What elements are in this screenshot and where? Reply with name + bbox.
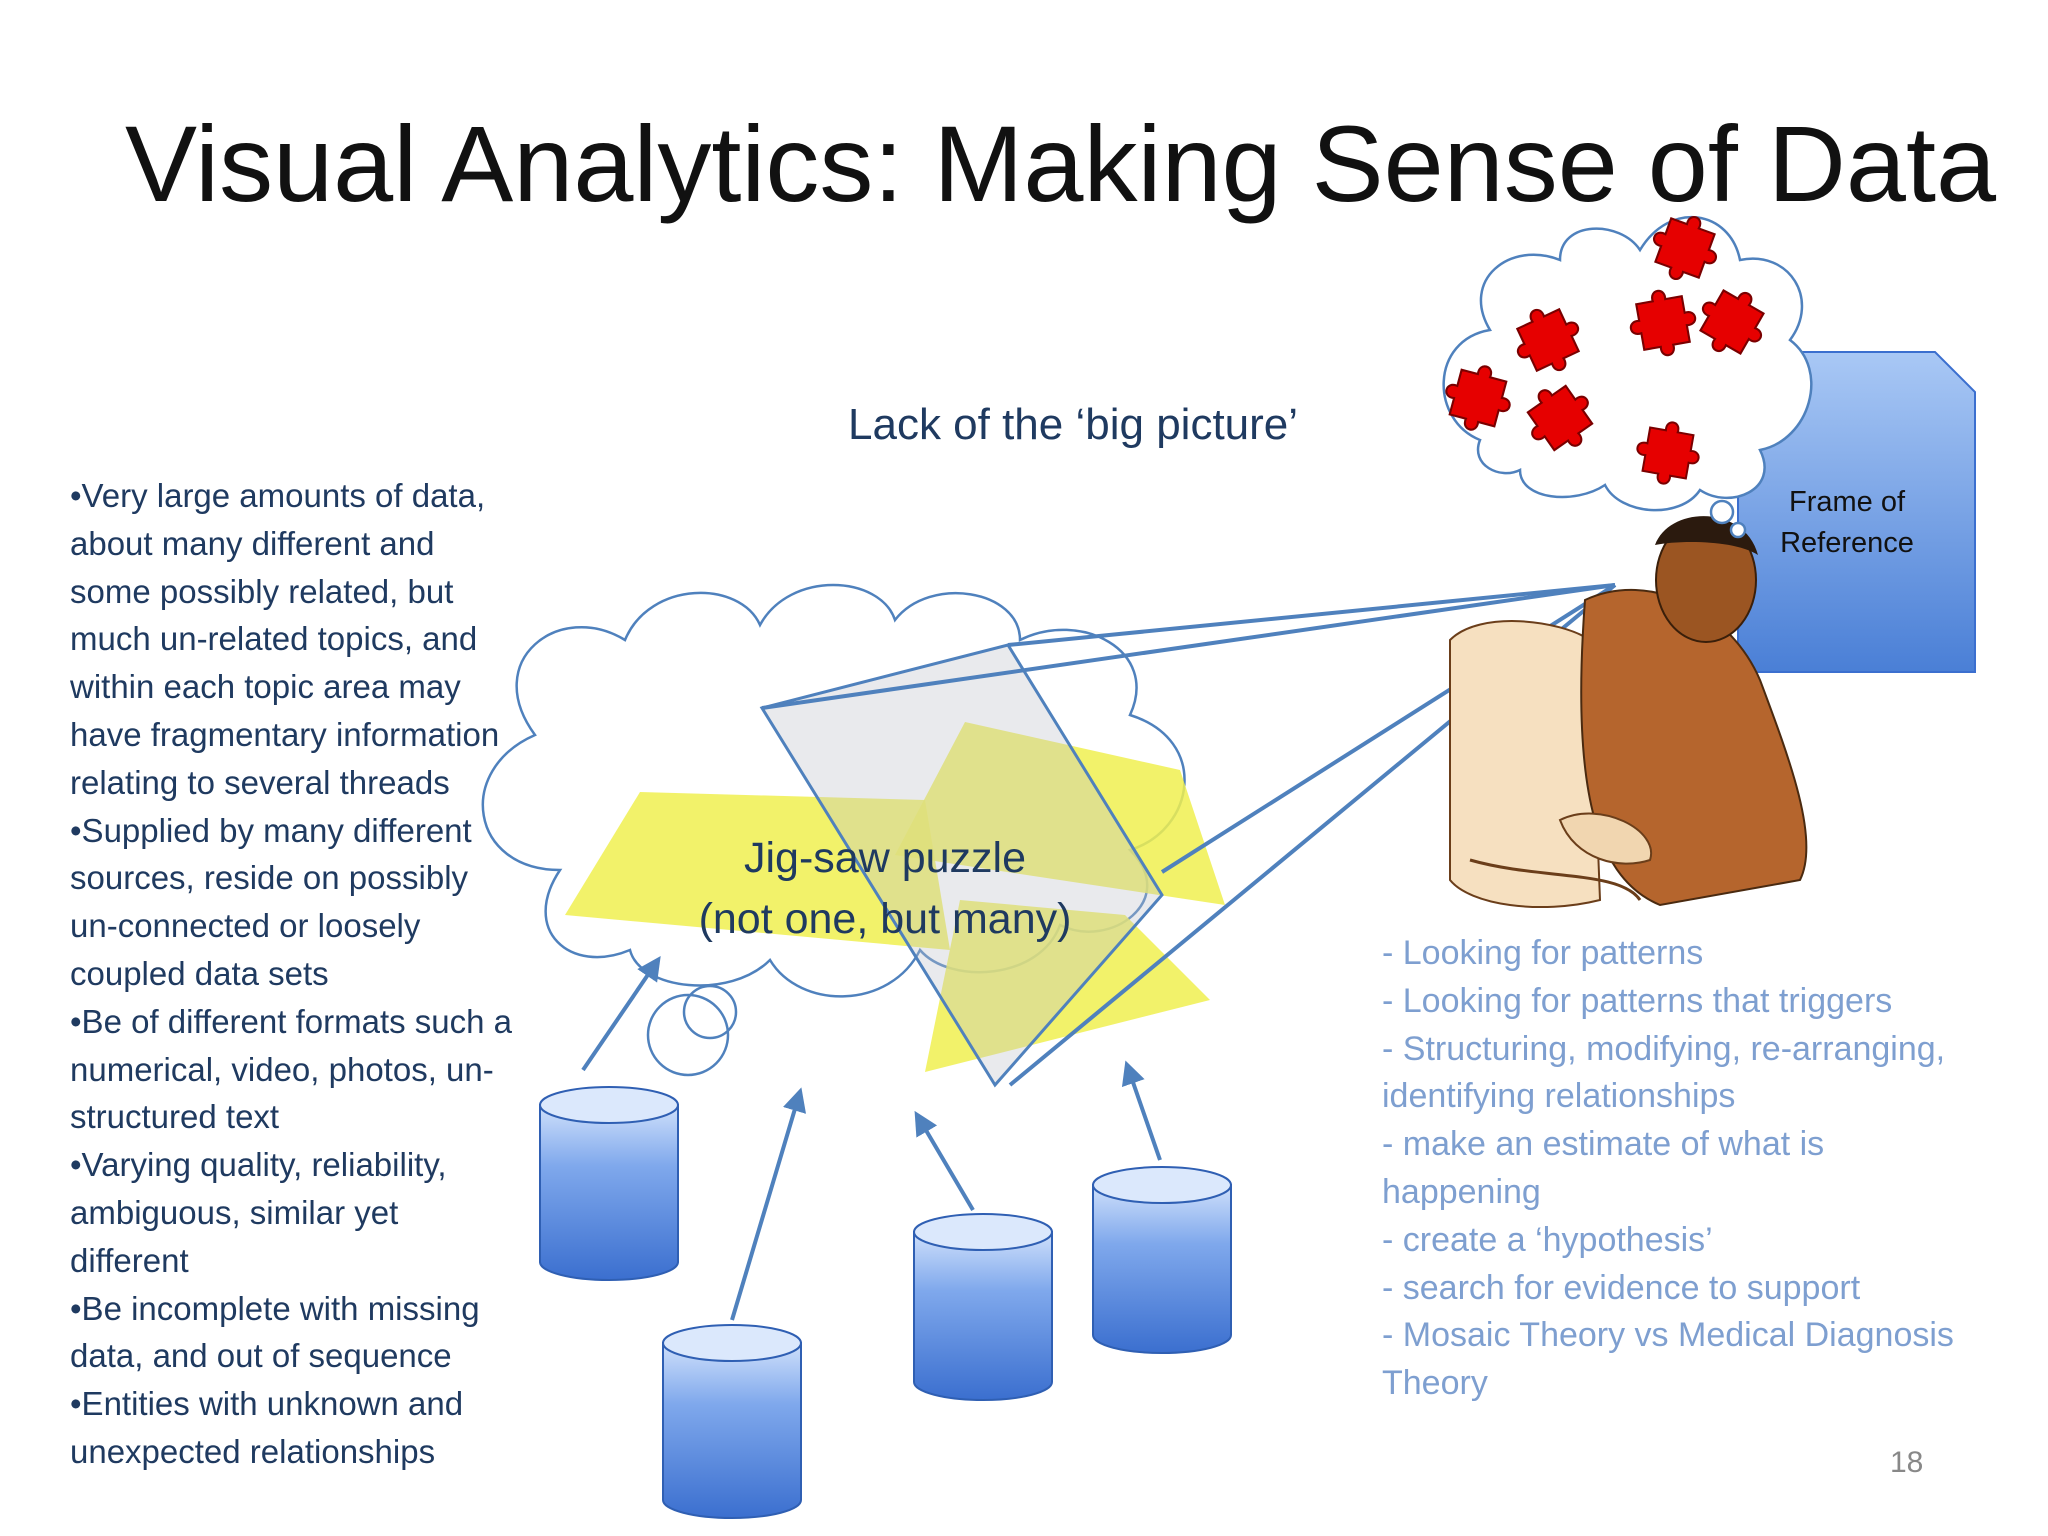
jigsaw-puzzle-line-1: Jig-saw puzzle — [744, 834, 1026, 882]
page-number: 18 — [1890, 1446, 1924, 1479]
thought-bubble-dot — [1729, 521, 1747, 539]
list-line: ambiguous, similar yet — [70, 1193, 399, 1231]
view-plane — [759, 643, 1164, 1088]
list-line: relating to several threads — [70, 763, 450, 801]
big-picture-caption: Lack of the ‘big picture’ — [848, 400, 1299, 449]
list-line: structured text — [70, 1098, 280, 1136]
list-line: •Supplied by many different — [70, 811, 472, 849]
frame-of-reference-label: Frame of Reference — [1742, 482, 1952, 564]
list-line: •Entities with unknown and — [70, 1385, 464, 1423]
list-line: within each topic area may — [70, 668, 461, 706]
list-line: •Be of different formats such a — [70, 1002, 513, 1040]
cloud-bubble — [646, 993, 730, 1077]
list-line: different — [70, 1241, 189, 1279]
list-line: •Varying quality, reliability, — [70, 1146, 447, 1184]
task-line: Theory — [1382, 1364, 1488, 1403]
task-line: - create a ‘hypothesis’ — [1382, 1220, 1713, 1259]
database-cylinder-icon — [1092, 1166, 1232, 1354]
task-line: identifying relationships — [1382, 1077, 1736, 1116]
task-line: - Looking for patterns that triggers — [1382, 981, 1893, 1020]
person-at-computer-icon — [1449, 516, 1808, 909]
database-cylinder-icon — [539, 1086, 679, 1281]
list-line: much un-related topics, and — [70, 620, 478, 658]
puzzle-shape — [565, 792, 950, 950]
task-line: - Mosaic Theory vs Medical Diagnosis — [1382, 1316, 1954, 1355]
jigsaw-puzzle-line-2: (not one, but many) — [698, 895, 1072, 943]
frame-of-reference-line-1: Frame of — [1788, 486, 1906, 518]
list-line: un-connected or loosely — [70, 907, 421, 945]
list-line: coupled data sets — [70, 954, 329, 992]
thought-cloud-icon — [1442, 215, 1813, 512]
cloud-bubble — [682, 984, 738, 1040]
jigsaw-puzzle-label: Jig-saw puzzle (not one, but many) — [670, 828, 1100, 950]
slide-title: Visual Analytics: Making Sense of Data — [125, 103, 1997, 224]
task-line: - make an estimate of what is — [1382, 1125, 1825, 1164]
frame-of-reference-line-2: Reference — [1780, 527, 1914, 559]
puzzle-shape — [925, 900, 1210, 1072]
analyst-tasks-list: - Looking for patterns - Looking for pat… — [1382, 930, 2022, 1408]
list-line: sources, reside on possibly — [70, 859, 469, 897]
list-line: •Very large amounts of data, — [70, 477, 486, 514]
list-line: numerical, video, photos, un- — [70, 1050, 494, 1088]
task-line: happening — [1382, 1172, 1541, 1211]
list-line: about many different and — [70, 524, 435, 562]
thought-bubble-dot — [1709, 499, 1735, 525]
database-cylinder-icon — [913, 1213, 1053, 1401]
data-arrows — [581, 956, 1162, 1321]
list-line: data, and out of sequence — [70, 1337, 452, 1375]
data-characteristics-list: •Very large amounts of data, about many … — [70, 472, 590, 1476]
database-cylinder-icon — [662, 1324, 802, 1519]
list-line: have fragmentary information — [70, 715, 500, 753]
list-line: unexpected relationships — [70, 1432, 436, 1470]
puzzle-shape — [895, 722, 1225, 905]
task-line: - search for evidence to support — [1382, 1268, 1861, 1307]
task-line: - Structuring, modifying, re-arranging, — [1382, 1029, 1946, 1068]
list-line: •Be incomplete with missing — [70, 1289, 480, 1327]
list-line: some possibly related, but — [70, 572, 454, 610]
task-line: - Looking for patterns — [1382, 934, 1704, 972]
